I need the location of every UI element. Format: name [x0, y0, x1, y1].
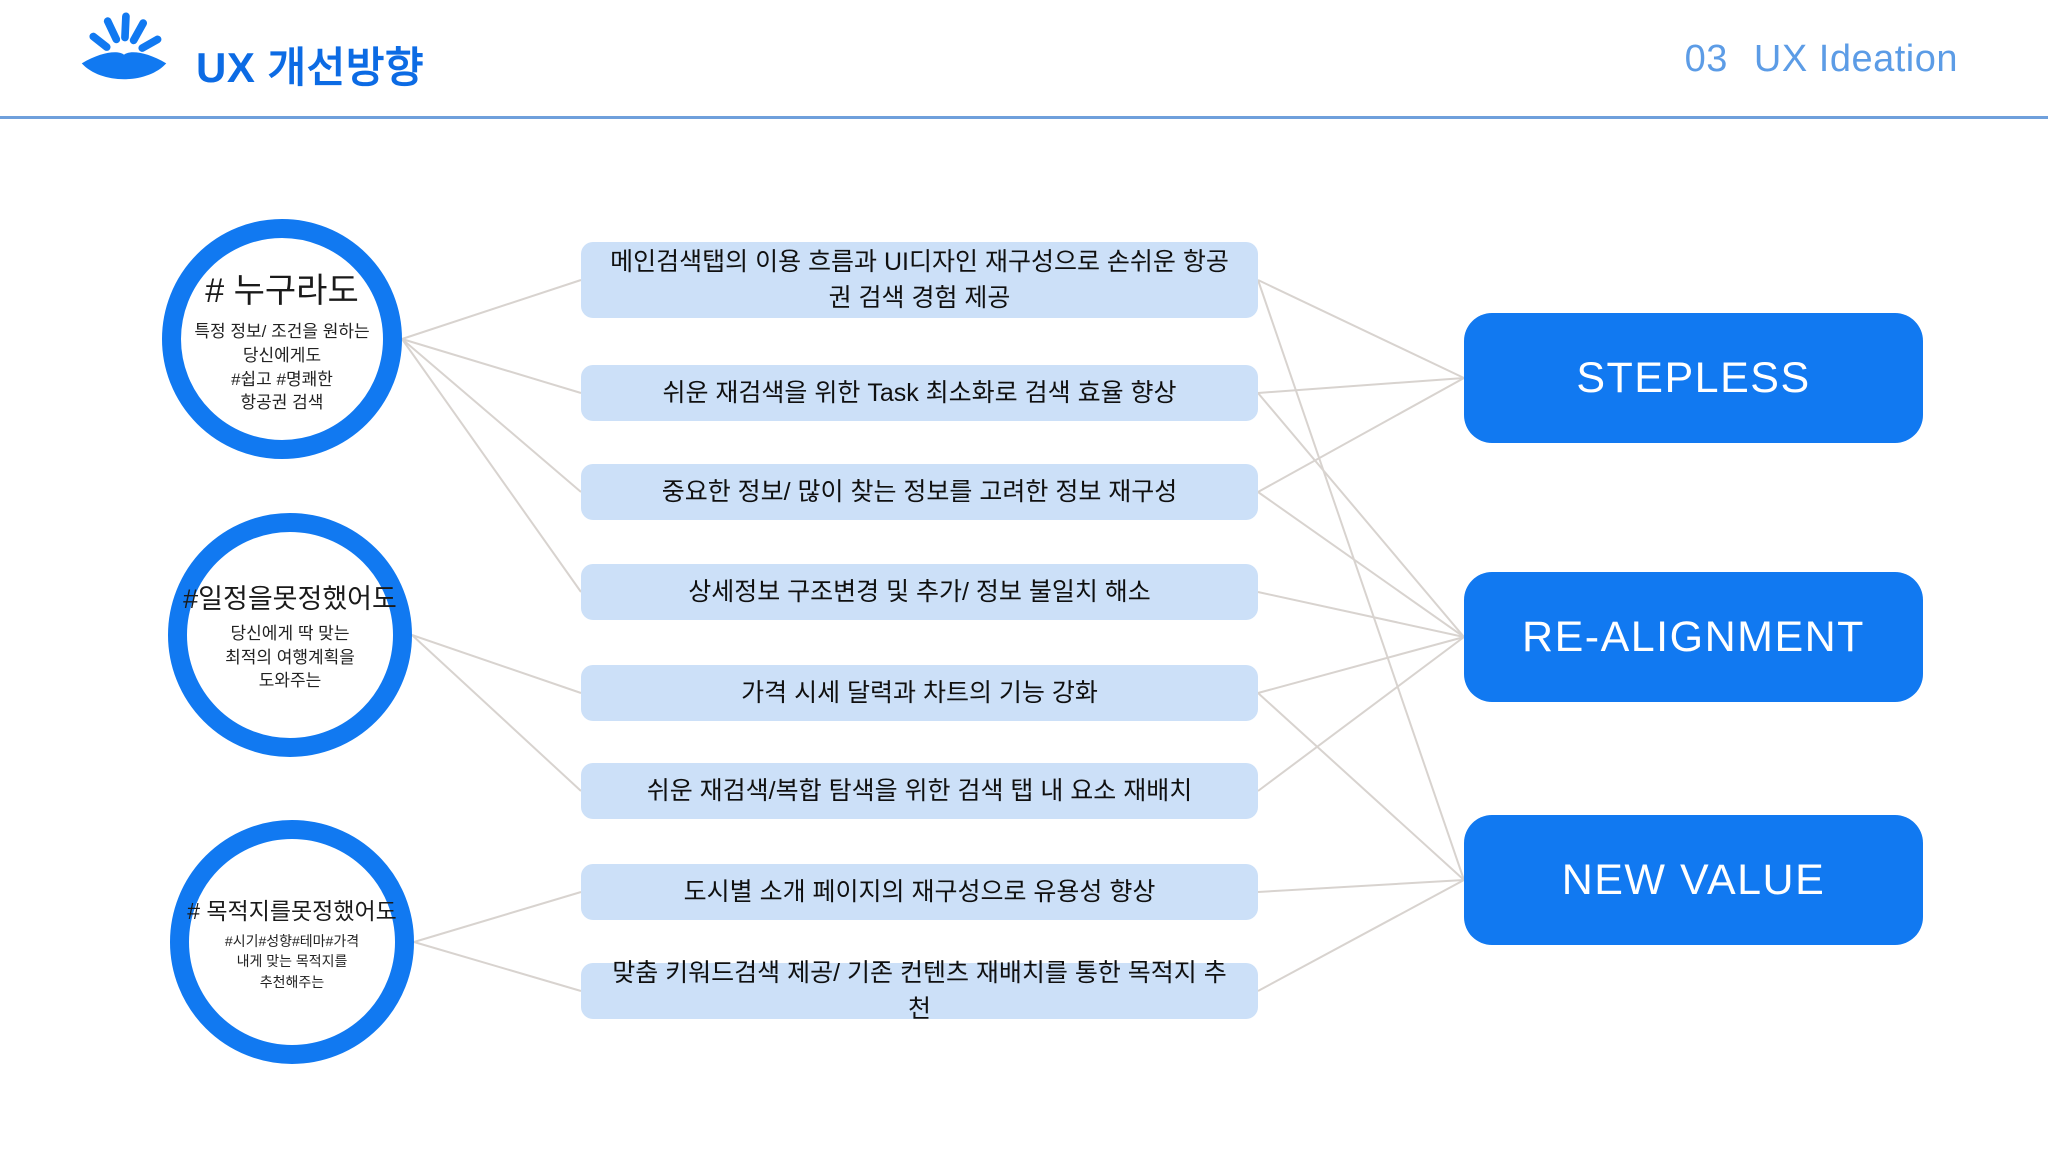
- persona-line: 당신에게도: [242, 345, 322, 365]
- persona-line: 도와주는: [258, 671, 322, 691]
- persona-line: #쉽고 #명쾌한: [231, 369, 333, 389]
- persona-line: 추천해주는: [259, 973, 325, 990]
- slide-number: 03: [1684, 38, 1728, 80]
- slide-section: 03 UX Ideation: [1685, 38, 1958, 81]
- idea-box-8: 맞춤 키워드검색 제공/ 기존 컨텐츠 재배치를 통한 목적지 추천: [581, 959, 1258, 1023]
- persona-line: 내게 맞는 목적지를: [236, 953, 348, 970]
- persona-line: 최적의 여행계획을: [225, 647, 355, 667]
- idea-box-5: 가격 시세 달력과 차트의 기능 강화: [581, 665, 1258, 721]
- strategy-stepless: STEPLESS: [1464, 313, 1923, 443]
- idea-box-1: 메인검색탭의 이용 흐름과 UI디자인 재구성으로 손쉬운 항공권 검색 경험 …: [581, 242, 1258, 318]
- persona-title: # 누구라도: [205, 271, 359, 310]
- persona-description: #시기#성향#테마#가격 내게 맞는 목적지를 추천해주는: [225, 931, 359, 992]
- sunrise-logo-icon: [81, 12, 167, 80]
- persona-title: # 목적지를못정했어도: [187, 898, 397, 925]
- persona-line: #시기#성향#테마#가격: [224, 933, 360, 950]
- header-divider: [0, 116, 2048, 119]
- persona-circle-no-destination: # 목적지를못정했어도 #시기#성향#테마#가격 내게 맞는 목적지를 추천해주…: [170, 820, 414, 1064]
- persona-line: 특정 정보/ 조건을 원하는: [194, 321, 370, 341]
- slide-header: UX 개선방향 03 UX Ideation: [0, 0, 2048, 119]
- strategy-new-value: NEW VALUE: [1464, 815, 1923, 945]
- idea-box-4: 상세정보 구조변경 및 추가/ 정보 불일치 해소: [581, 564, 1258, 620]
- idea-box-3: 중요한 정보/ 많이 찾는 정보를 고려한 정보 재구성: [581, 464, 1258, 520]
- idea-box-2: 쉬운 재검색을 위한 Task 최소화로 검색 효율 향상: [581, 365, 1258, 421]
- section-label: UX Ideation: [1753, 38, 1958, 80]
- page-title: UX 개선방향: [196, 44, 425, 91]
- idea-box-7: 도시별 소개 페이지의 재구성으로 유용성 향상: [581, 864, 1258, 920]
- persona-circle-no-schedule: #일정을못정했어도 당신에게 딱 맞는 최적의 여행계획을 도와주는: [168, 513, 412, 757]
- idea-box-6: 쉬운 재검색/복합 탐색을 위한 검색 탭 내 요소 재배치: [581, 763, 1258, 819]
- strategy-realignment: RE-ALIGNMENT: [1464, 572, 1923, 702]
- persona-line: 당신에게 딱 맞는: [230, 623, 350, 643]
- persona-description: 당신에게 딱 맞는 최적의 여행계획을 도와주는: [225, 622, 355, 693]
- persona-circle-anyone: # 누구라도 특정 정보/ 조건을 원하는 당신에게도 #쉽고 #명쾌한 항공권…: [162, 219, 402, 459]
- persona-line: 항공권 검색: [240, 393, 324, 413]
- persona-description: 특정 정보/ 조건을 원하는 당신에게도 #쉽고 #명쾌한 항공권 검색: [194, 320, 369, 415]
- persona-title: #일정을못정했어도: [183, 583, 397, 614]
